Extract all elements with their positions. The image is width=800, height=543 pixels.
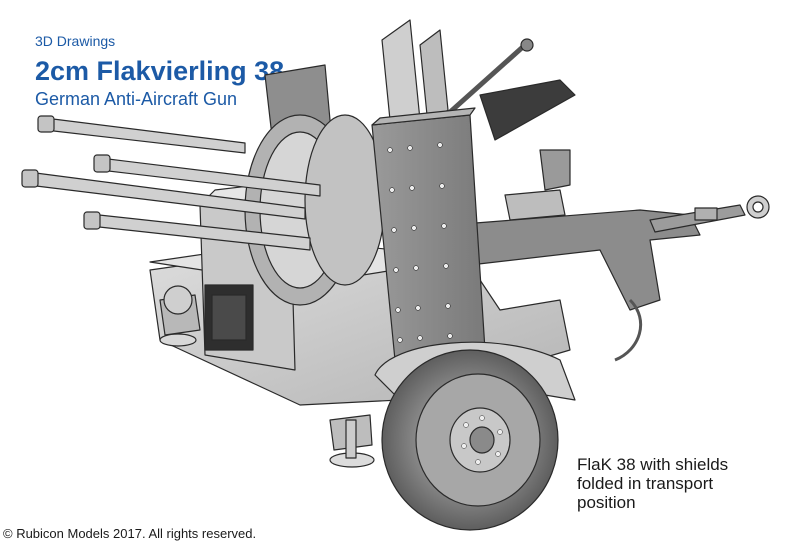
barrels: [21, 115, 321, 251]
caption-line-3: position: [577, 493, 636, 512]
barrel-top: [44, 117, 246, 154]
hub-bolts: [461, 415, 503, 465]
kicker-label: 3D Drawings: [35, 33, 116, 49]
caption-line-1: FlaK 38 with shields: [577, 455, 729, 474]
cable: [614, 298, 643, 362]
sight-knob: [520, 38, 534, 52]
caption-line-2: folded in transport: [577, 474, 714, 493]
gunner-seat: [504, 189, 566, 221]
copyright-notice: © Rubicon Models 2017. All rights reserv…: [3, 526, 257, 541]
drawbar-clamp: [694, 207, 718, 221]
page-title: 2cm Flakvierling 38: [35, 56, 285, 86]
trailer-frame: [449, 209, 701, 311]
gun-model: [21, 19, 770, 531]
magazine-arm: [479, 79, 576, 141]
page-subtitle: German Anti-Aircraft Gun: [35, 89, 238, 109]
shield-rivets: [387, 142, 453, 343]
rear-shield-fold-2: [419, 29, 449, 126]
left-foot-pad: [159, 333, 197, 347]
caption: FlaK 38 with shields folded in transport…: [577, 455, 777, 512]
